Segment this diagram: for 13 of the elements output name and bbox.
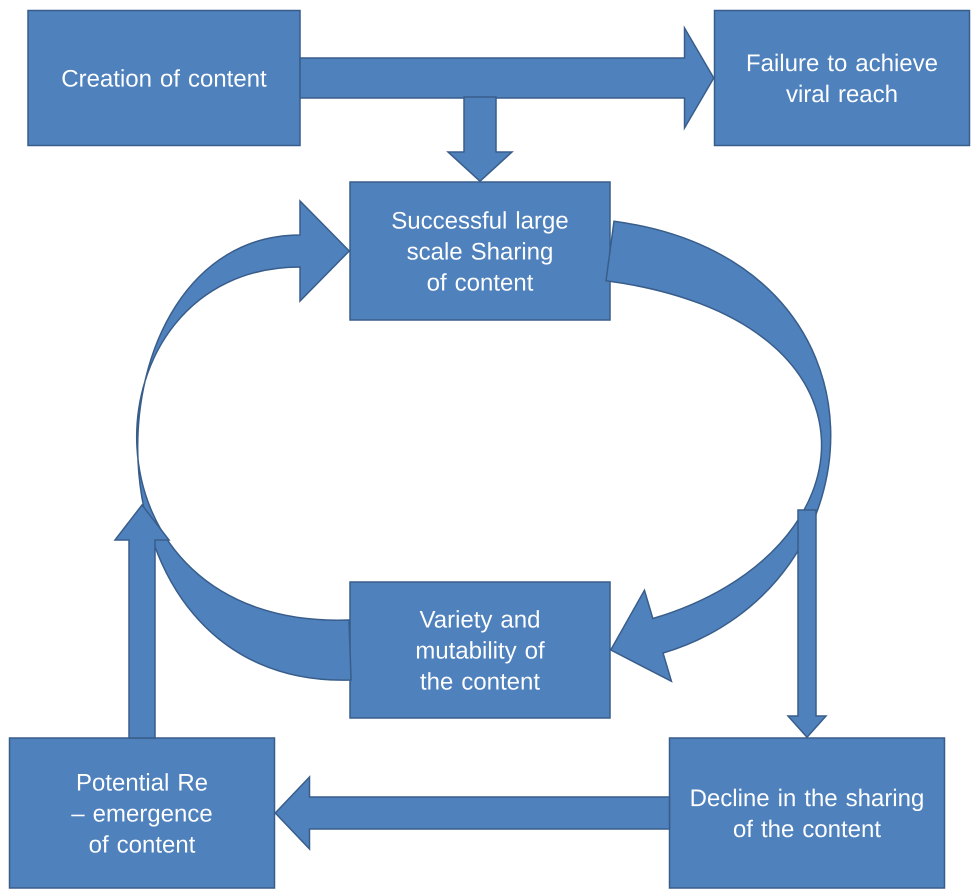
process-box: Successful large scale Sharing of content [349, 181, 611, 321]
process-box: Failure to achieve viral reach [714, 10, 970, 146]
block-arrow [605, 220, 832, 682]
block-arrow [299, 27, 714, 129]
block-arrow [787, 509, 827, 738]
process-box: Potential Re – emergence of content [8, 737, 276, 889]
block-arrow [274, 776, 670, 850]
block-arrow [114, 504, 170, 739]
block-arrow [447, 96, 513, 182]
process-box: Creation of content [27, 10, 301, 146]
process-box: Decline in the sharing of the content [668, 737, 946, 889]
process-box: Variety and mutability of the content [349, 581, 611, 719]
block-arrow [136, 200, 352, 681]
